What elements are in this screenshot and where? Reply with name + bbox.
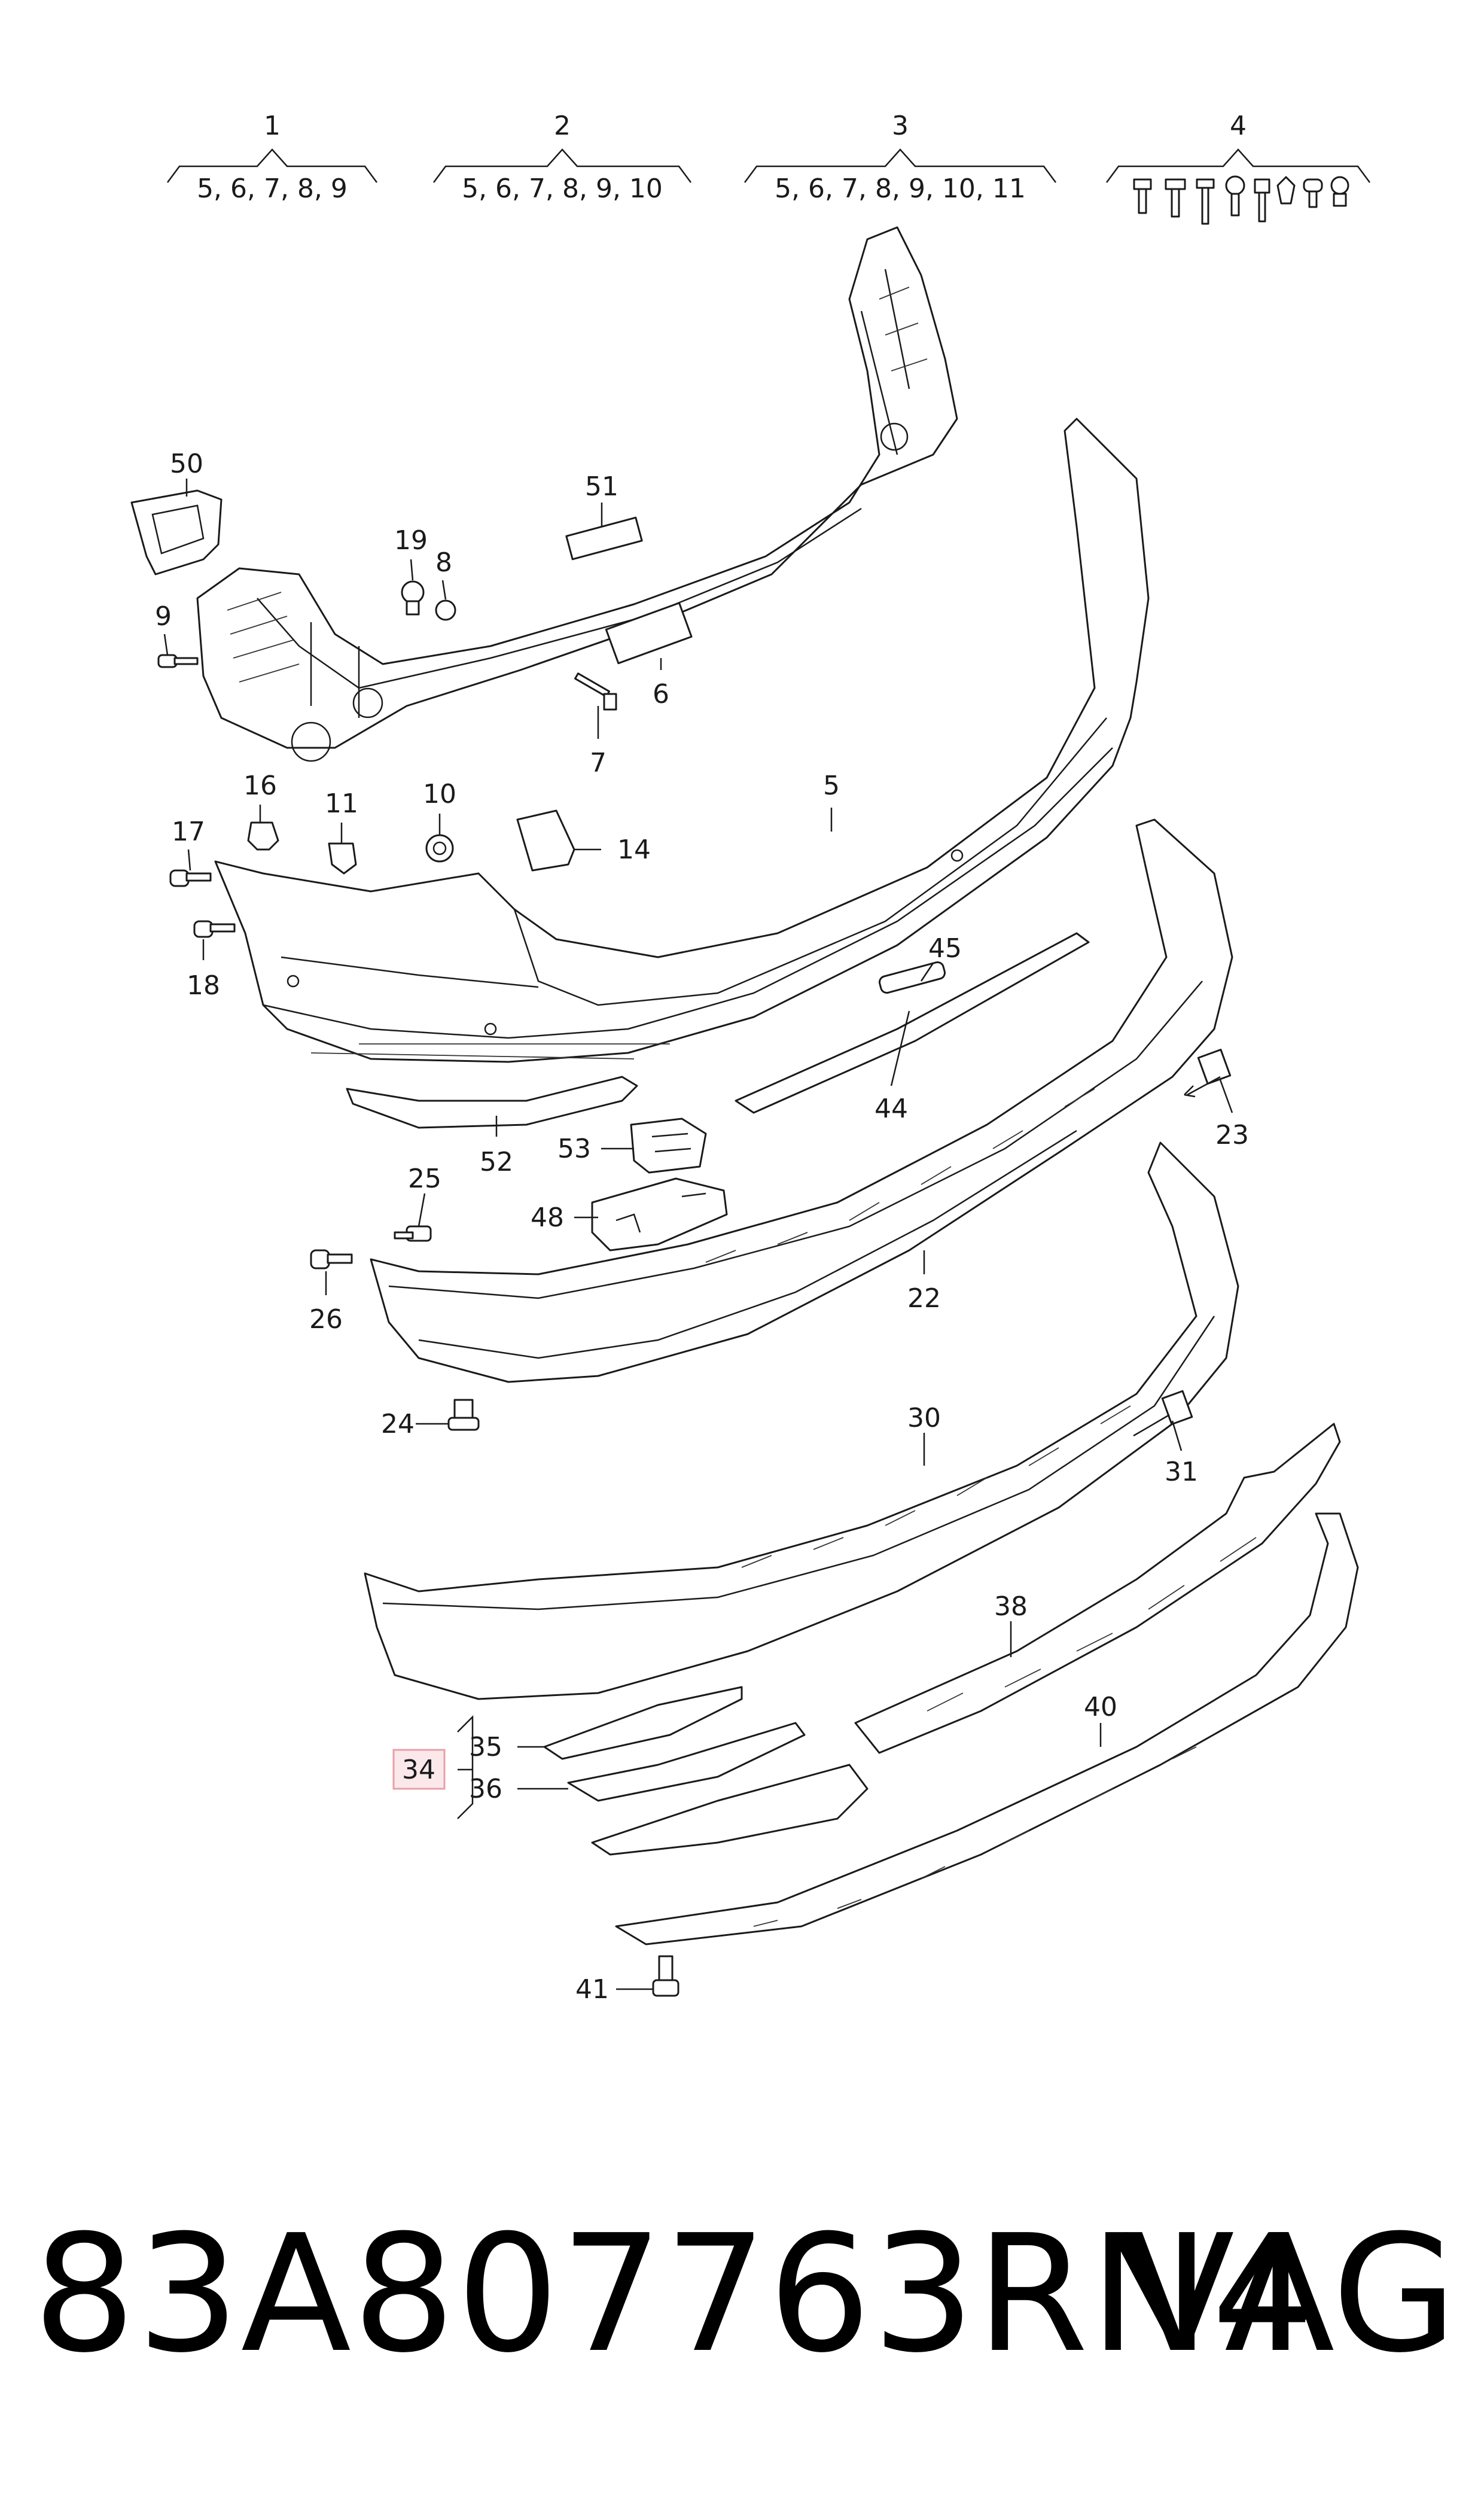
part-44-rail (735, 932, 1090, 1114)
callout-14: 14 (617, 835, 651, 865)
callout-6: 6 (653, 679, 669, 710)
callout-26: 26 (309, 1304, 343, 1335)
part-11-clip (328, 842, 357, 875)
part-24-screw (447, 1399, 480, 1431)
callout-23: 23 (1215, 1120, 1249, 1150)
part-8-nut (435, 599, 456, 621)
group-bracket-4: 4 (1105, 111, 1371, 183)
callout-41: 41 (575, 1974, 609, 2005)
callout-51: 51 (585, 471, 618, 502)
group-bracket-2: 2 5, 6, 7, 8, 9, 10 (432, 111, 692, 204)
group-1-items: 5, 6, 7, 8, 9 (197, 173, 348, 204)
part-45-strip (878, 961, 946, 994)
callout-44: 44 (874, 1094, 908, 1124)
part-16-clip (247, 821, 279, 851)
callout-40: 40 (1084, 1692, 1117, 1722)
part-38-panel (854, 1423, 1341, 1754)
group-bracket-1: 1 5, 6, 7, 8, 9 (166, 111, 378, 204)
callout-8: 8 (435, 547, 452, 578)
callout-7: 7 (590, 748, 607, 778)
part-48-bracket (591, 1177, 728, 1252)
part-35-strip (543, 1686, 743, 1760)
bumper-carrier-part (196, 226, 958, 762)
fastener-set-icon (1133, 175, 1349, 225)
callout-31: 31 (1165, 1457, 1198, 1487)
group-2-items: 5, 6, 7, 8, 9, 10 (462, 173, 663, 204)
part-53-sensor (630, 1118, 707, 1174)
callout-48: 48 (531, 1202, 564, 1233)
part-50-bracket (130, 489, 223, 576)
part-9-screw (157, 654, 199, 668)
part-52-trim (346, 1076, 638, 1129)
callout-5: 5 (823, 771, 840, 801)
bumper-cover-part (214, 418, 1150, 1063)
rear-bumper-upper-part (370, 818, 1233, 1383)
callout-50: 50 (170, 449, 203, 479)
callout-34: 34 (402, 1755, 435, 1785)
part-41-screw (652, 1955, 679, 1997)
group-1-number: 1 (264, 111, 281, 141)
callout-18: 18 (187, 970, 220, 1001)
callout-labels: 50 51 19 8 9 6 7 5 14 16 11 10 17 18 45 … (155, 449, 1249, 2005)
part-25-screw (394, 1225, 432, 1242)
callout-45: 45 (928, 933, 962, 964)
part-26-screw (310, 1249, 353, 1269)
callout-11: 11 (325, 788, 358, 819)
callout-17: 17 (172, 817, 205, 847)
part-19-clip (401, 580, 425, 616)
group-3-number: 3 (892, 111, 909, 141)
callout-9: 9 (155, 601, 172, 632)
callout-16: 16 (243, 771, 277, 801)
brand-caption: VAG (1124, 2200, 1457, 2388)
callout-19: 19 (394, 525, 428, 556)
part-17-screw (169, 869, 212, 887)
part-23-clip (1184, 1049, 1232, 1098)
part-7-screw (574, 672, 617, 711)
leader-lines (163, 479, 1233, 1990)
part-10-nut (425, 834, 454, 863)
highlight-box (392, 1749, 446, 1790)
callout-25: 25 (408, 1164, 441, 1194)
callout-35: 35 (469, 1732, 502, 1762)
callout-36: 36 (469, 1774, 502, 1804)
part-14-cap (516, 809, 575, 872)
group-3-items: 5, 6, 7, 8, 9, 10, 11 (775, 173, 1026, 204)
callout-30: 30 (907, 1403, 941, 1433)
part-51-pad (565, 516, 643, 561)
callout-22: 22 (907, 1283, 941, 1314)
part-40-panel (615, 1512, 1359, 1945)
part-number-caption: 83A807763RN4 (33, 2200, 1316, 2388)
callout-52: 52 (480, 1147, 513, 1177)
group-2-number: 2 (554, 111, 571, 141)
callout-53: 53 (557, 1134, 591, 1164)
callout-24: 24 (381, 1409, 415, 1439)
part-36-insert (567, 1722, 869, 1856)
group-4-number: 4 (1230, 111, 1247, 141)
callout-10: 10 (423, 779, 456, 809)
callout-38: 38 (994, 1591, 1028, 1622)
group-bracket-3: 3 5, 6, 7, 8, 9, 10, 11 (743, 111, 1057, 204)
part-31-clip (1133, 1390, 1193, 1437)
rear-bumper-lower-part (364, 1141, 1239, 1700)
part-18-screw (193, 920, 236, 938)
callout-34-highlight: 34 (392, 1749, 446, 1790)
